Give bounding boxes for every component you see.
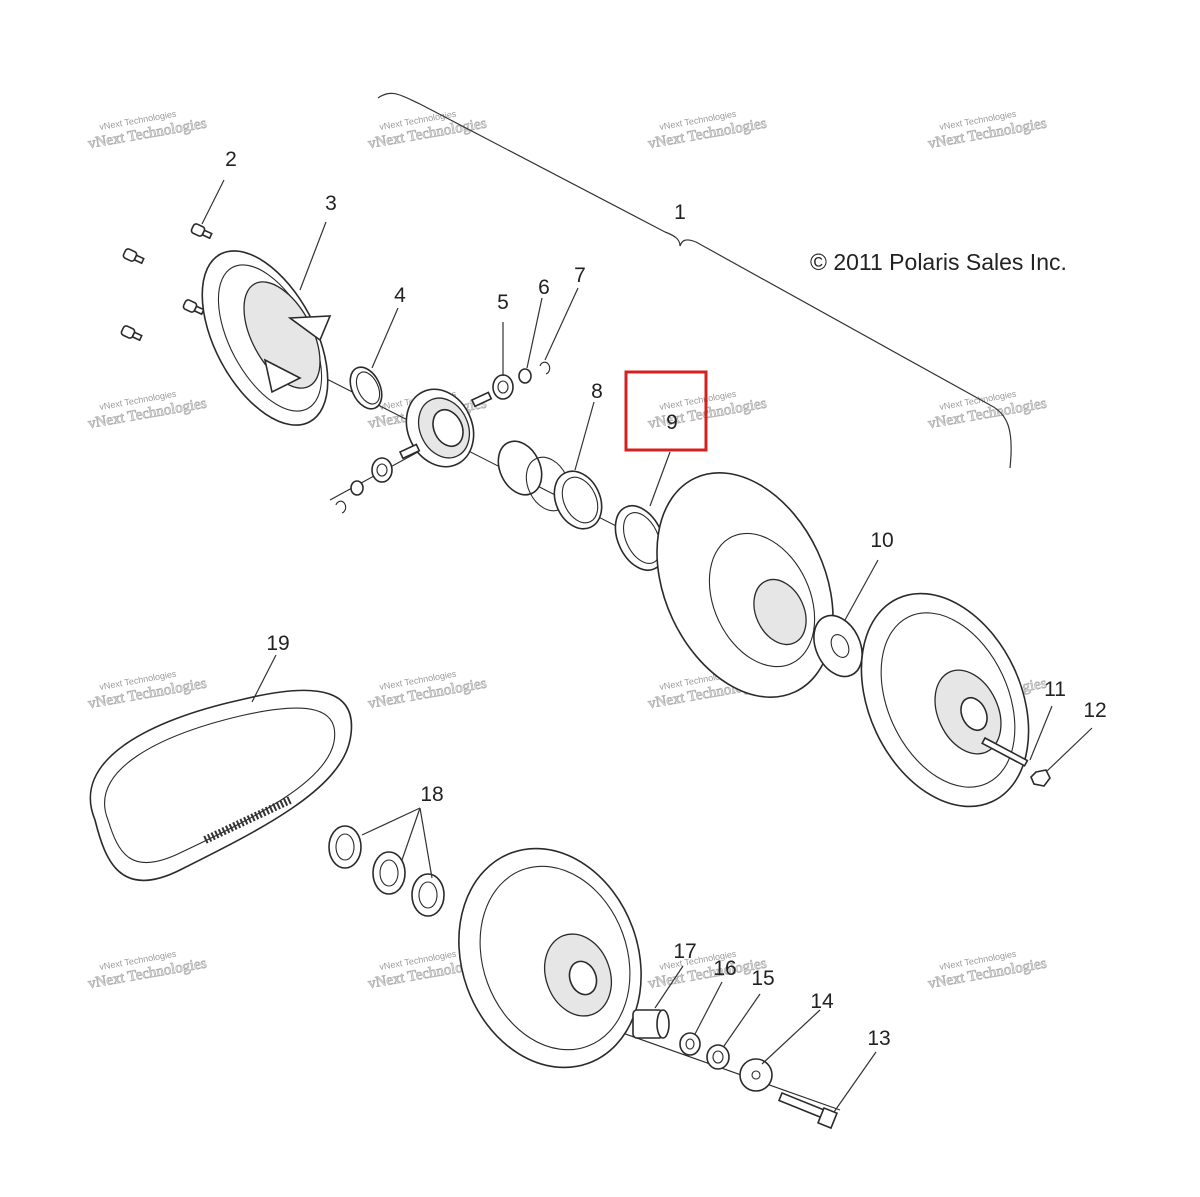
washer-part-10 bbox=[813, 614, 863, 678]
clip-part-7 bbox=[335, 361, 551, 514]
callout-17: 17 bbox=[673, 940, 696, 963]
washer-part-6 bbox=[350, 368, 532, 496]
callout-12: 12 bbox=[1083, 699, 1106, 722]
callout-16: 16 bbox=[713, 957, 736, 980]
fixed-sheave-upper bbox=[860, 592, 1030, 808]
callout-14: 14 bbox=[810, 990, 834, 1013]
callout-9: 9 bbox=[666, 411, 678, 434]
washer-part-14 bbox=[739, 1058, 773, 1092]
bolt-part-13 bbox=[777, 1091, 839, 1130]
callout-2: 2 bbox=[225, 148, 237, 171]
callout-6: 6 bbox=[538, 276, 550, 299]
callout-11: 11 bbox=[1044, 678, 1066, 701]
ring-part-4 bbox=[349, 366, 383, 410]
washer-part-15 bbox=[706, 1044, 730, 1070]
copyright-text: © 2011 Polaris Sales Inc. bbox=[810, 249, 1067, 275]
bolt-part-11 bbox=[981, 736, 1029, 767]
drive-belt-part-19 bbox=[89, 689, 353, 882]
callout-labels: 1 2 3 4 5 6 7 8 9 10 11 12 13 14 15 16 1… bbox=[225, 148, 1107, 1050]
moveable-sheave bbox=[656, 472, 834, 698]
callout-7: 7 bbox=[574, 264, 586, 287]
callout-3: 3 bbox=[325, 192, 337, 215]
spider-hub bbox=[398, 388, 493, 468]
highlight-box bbox=[624, 370, 708, 452]
callout-13: 13 bbox=[867, 1027, 890, 1050]
callout-8: 8 bbox=[591, 380, 603, 403]
seal-ring-part-9 bbox=[614, 505, 666, 571]
spring-part-8 bbox=[497, 440, 603, 530]
screws bbox=[120, 223, 213, 342]
callout-19: 19 bbox=[266, 632, 289, 655]
leader-lines bbox=[201, 179, 1093, 1113]
cover-part-3 bbox=[201, 250, 332, 426]
callout-4: 4 bbox=[394, 284, 406, 307]
callout-5: 5 bbox=[497, 291, 509, 314]
washer-part-16 bbox=[679, 1032, 701, 1056]
callout-10: 10 bbox=[870, 529, 893, 552]
spacer-part-17 bbox=[632, 1009, 670, 1039]
assembly-bracket bbox=[377, 92, 1012, 469]
callout-1: 1 bbox=[674, 201, 686, 224]
shims-part-18 bbox=[328, 825, 445, 917]
fixed-sheave-lower bbox=[458, 847, 642, 1069]
nut-part-12 bbox=[1030, 769, 1051, 787]
callout-15: 15 bbox=[751, 967, 774, 990]
callout-18: 18 bbox=[420, 783, 443, 806]
